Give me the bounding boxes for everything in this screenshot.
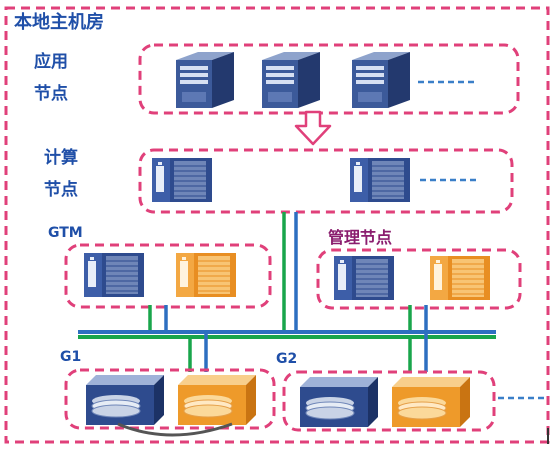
gtm-node-group	[64, 243, 272, 309]
mgmt-node-group	[316, 248, 522, 310]
tower-server-icon	[176, 52, 234, 108]
storage-server-icon	[391, 376, 471, 428]
app-node-label-line1: 应用	[34, 52, 68, 72]
gtm-label: GTM	[48, 225, 83, 241]
page-title: 本地主机房	[14, 12, 104, 33]
compute-node-label-line2: 节点	[44, 180, 78, 200]
mgmt-node-label: 管理节点	[328, 228, 393, 247]
app-node-label-line2: 节点	[34, 84, 68, 104]
tower-server-icon	[262, 52, 320, 108]
rack-server-icon	[429, 255, 491, 301]
storage-server-icon	[85, 374, 165, 426]
rack-server-icon	[349, 157, 411, 203]
rack-server-icon	[175, 252, 237, 298]
storage-server-icon	[299, 376, 379, 428]
storage-server-icon	[177, 374, 257, 426]
tower-server-icon	[352, 52, 410, 108]
rack-server-icon	[151, 157, 213, 203]
g1-label: G1	[60, 349, 82, 365]
g2-node-group	[282, 370, 496, 432]
machine-room-border	[4, 6, 550, 444]
app-node-group	[138, 43, 520, 115]
compute-node-label-line1: 计算	[44, 148, 78, 168]
replication-link	[117, 422, 233, 437]
down-arrow-icon	[294, 110, 332, 146]
g2-label: G2	[276, 351, 298, 367]
rack-server-icon	[83, 252, 145, 298]
rack-server-icon	[333, 255, 395, 301]
g1-node-group	[64, 368, 276, 430]
compute-node-group	[138, 148, 514, 214]
